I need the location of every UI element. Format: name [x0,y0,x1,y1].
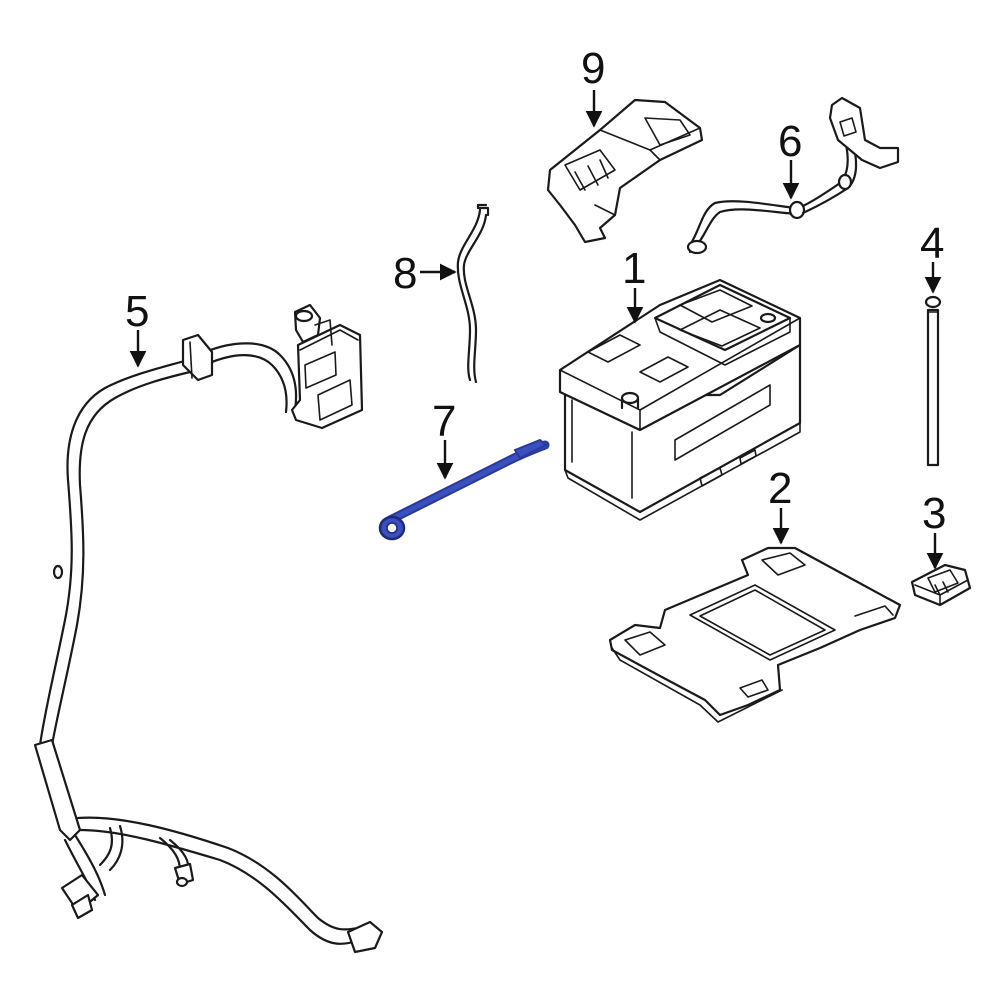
callout-6: 6 [778,117,802,200]
callout-number: 1 [622,244,646,293]
bracket-part-9[interactable] [546,98,704,244]
callout-9: 9 [581,44,605,128]
callout-3: 3 [922,489,946,570]
callout-1: 1 [622,244,646,324]
callout-number: 6 [778,117,802,166]
callout-4: 4 [920,219,944,294]
callout-number: 4 [920,219,944,268]
callout-number: 3 [922,489,946,538]
negative-cable-part-6[interactable] [686,96,900,255]
callout-number: 5 [125,287,149,336]
callout-number: 7 [432,397,456,446]
callout-2: 2 [768,464,792,545]
callout-7: 7 [432,397,456,480]
battery-tray-part-2[interactable] [608,546,902,723]
callout-number: 9 [581,44,605,93]
callout-8: 8 [393,249,457,298]
hold-down-clamp-part-3[interactable] [910,563,972,607]
vent-tube-part-8[interactable] [456,203,490,384]
positive-cable-harness-part-5[interactable] [33,303,384,954]
callout-5: 5 [125,287,149,368]
hold-down-bolt-part-4[interactable] [924,295,942,467]
battery-part-1[interactable] [558,278,802,521]
ground-strap-part-7[interactable] [378,438,550,541]
callout-number: 8 [393,249,417,298]
callout-number: 2 [768,464,792,513]
